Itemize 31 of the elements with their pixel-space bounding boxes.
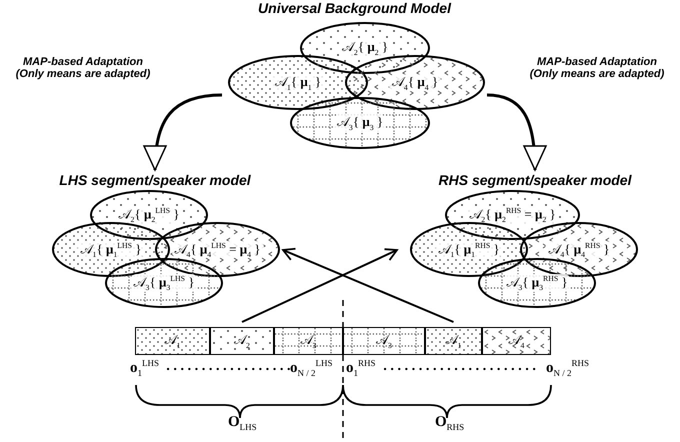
segment-label: 𝒜$_{2}$ [234, 332, 250, 350]
hollow-arrow [144, 94, 222, 171]
sequence-segment [210, 327, 274, 355]
sequence-segment [425, 327, 482, 355]
sequence-segment [343, 327, 425, 355]
formula-text: 𝒜$_{1}${ μ$_{1}$$^{RHS}$ } [435, 240, 503, 258]
observation-label: O$_{RHS}$ [435, 414, 464, 432]
edge-label: MAP-based Adaptation (Only means are adapted) [14, 56, 152, 80]
model-heading: RHS segment/speaker model [438, 172, 632, 188]
segment-label: 𝒜$_{3}$ [376, 332, 392, 350]
formula-text: 𝒜$_{4}${ μ$_{4}$ } [388, 74, 442, 92]
sequence-segment [135, 327, 210, 355]
arrow [282, 248, 454, 323]
formula-text: 𝒜$_{1}${ μ$_{1}$ } [272, 74, 324, 92]
edge-label: MAP-based Adaptation (Only means are adapted) [528, 56, 666, 80]
sequence-segment [274, 327, 343, 355]
formula-text: 𝒜$_{3}${ μ$_{3}$ } [334, 114, 386, 132]
arrow [242, 248, 398, 323]
hollow-arrow [486, 94, 546, 171]
segment-label: 𝒜$_{4}$ [508, 332, 524, 350]
observation-label: O$_{LHS}$ [228, 414, 257, 432]
segment-label: 𝒜$_{1}$ [446, 332, 462, 350]
model-heading: LHS segment/speaker model [59, 172, 251, 188]
formula-text: 𝒜$_{3}${ μ$_{3}$$^{RHS}$ } [503, 274, 571, 292]
formula-text: 𝒜$_{1}${ μ$_{1}$$^{LHS}$ } [78, 240, 144, 258]
sequence-segment [482, 327, 551, 355]
segment-label: 𝒜$_{3}$ [300, 332, 316, 350]
formula-text: 𝒜$_{4}${ μ$_{4}$$^{LHS}$ = μ$_{4}$ } [171, 240, 264, 258]
segment-label: 𝒜$_{1}$ [164, 332, 180, 350]
model-heading: Universal Background Model [258, 0, 451, 16]
formula-text: 𝒜$_{3}${ μ$_{3}$$^{LHS}$ } [130, 274, 198, 292]
